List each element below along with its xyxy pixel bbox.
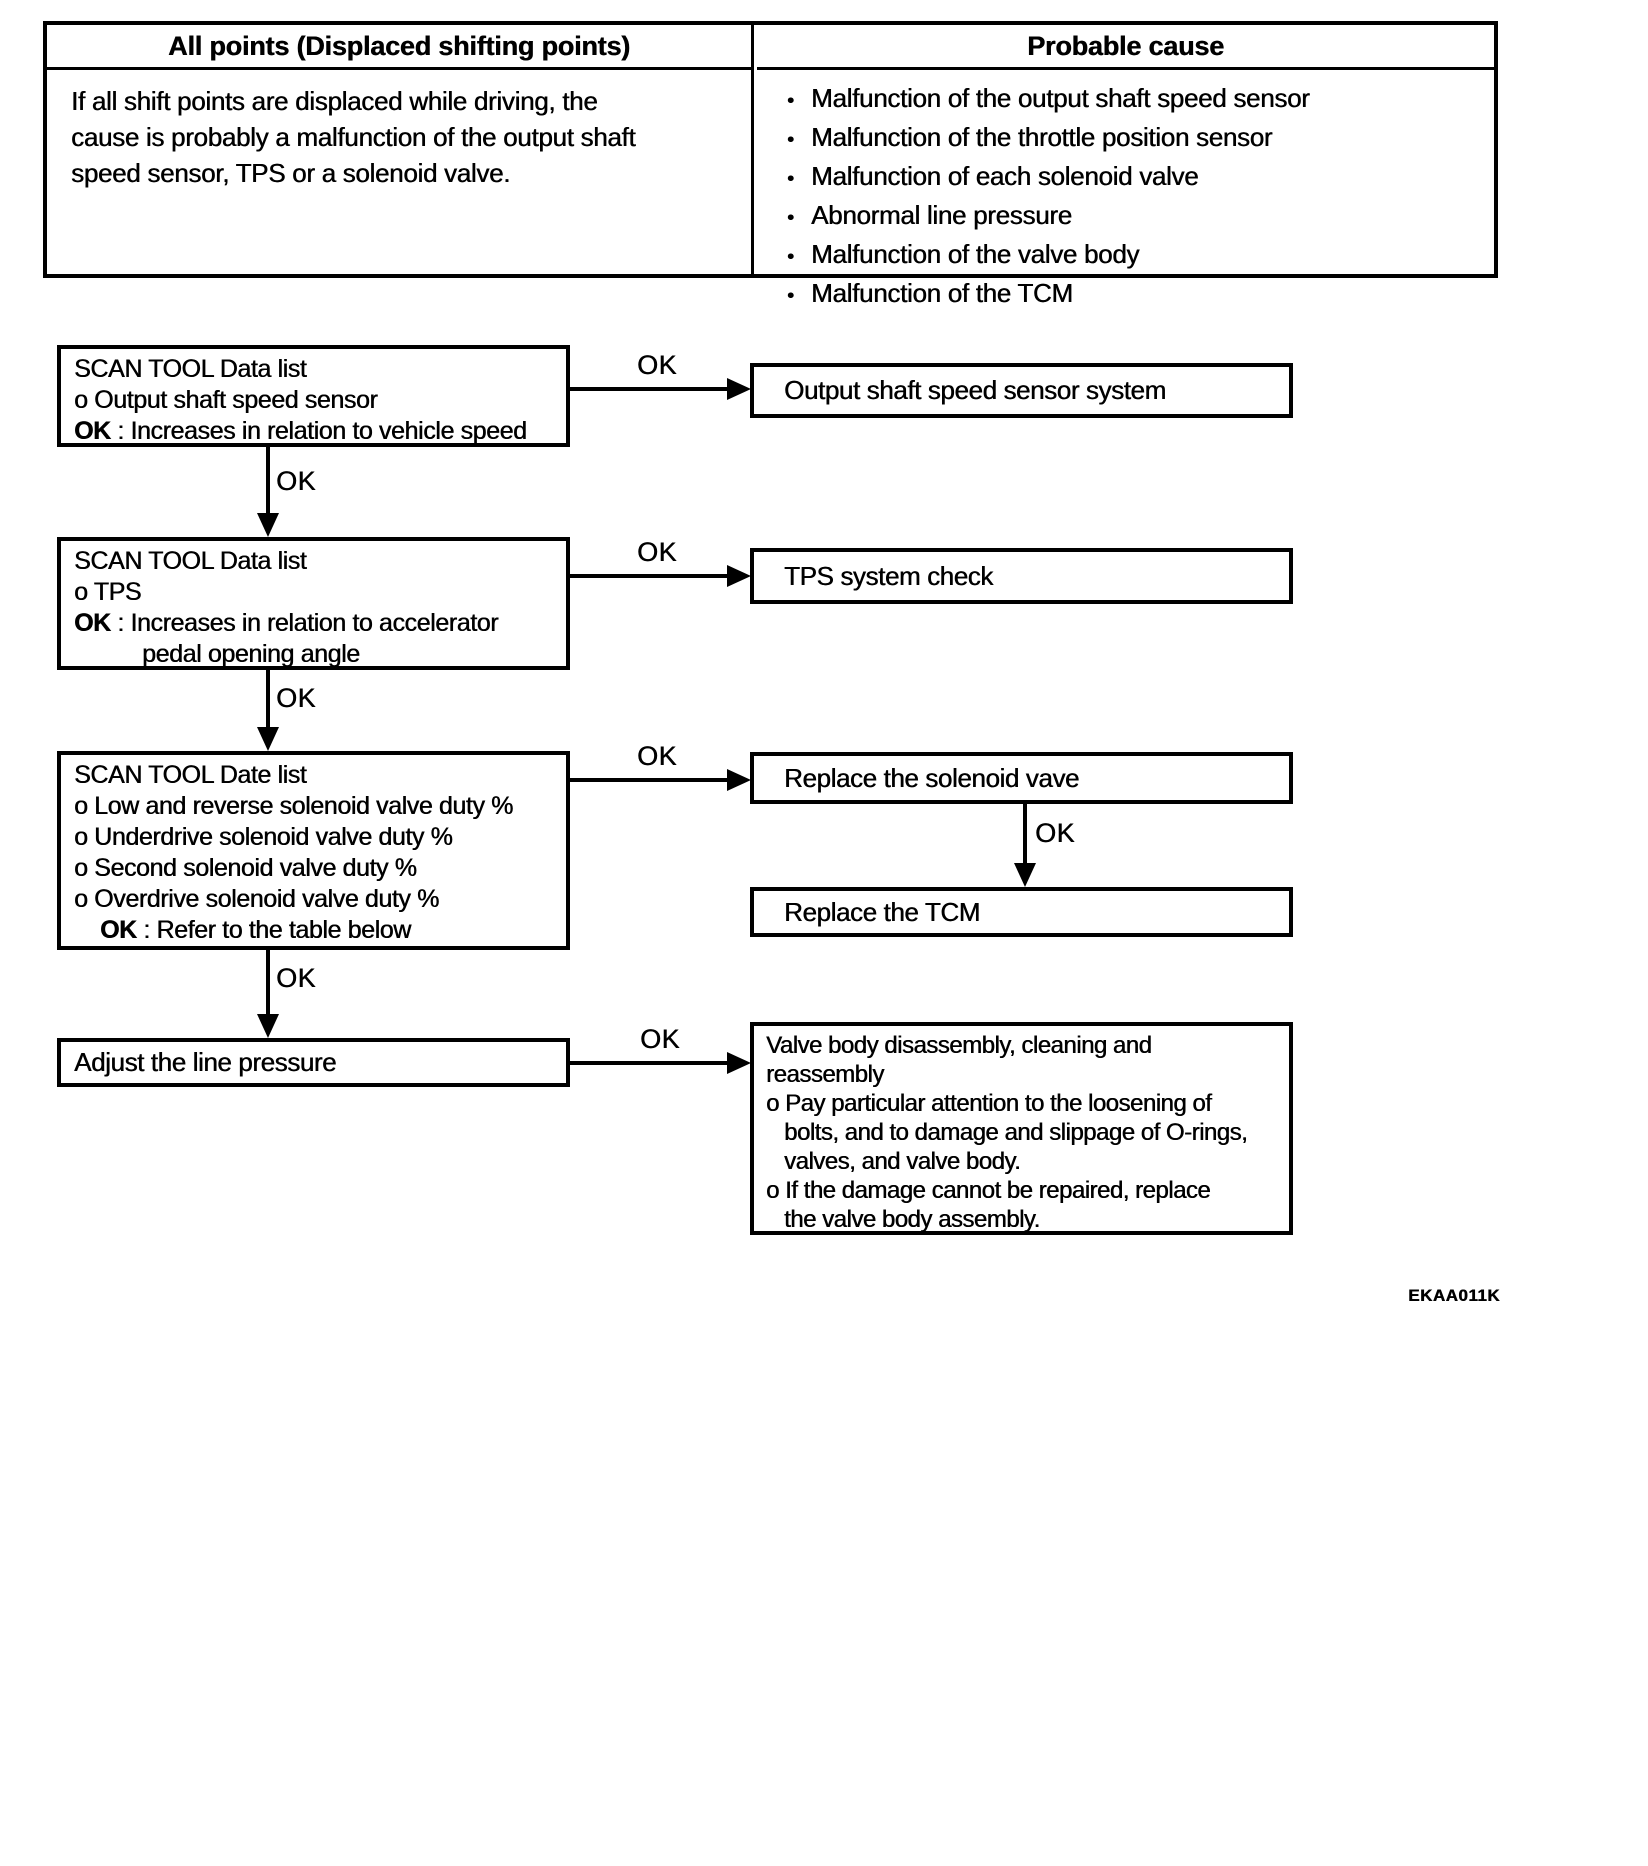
ok-keyword: OK [100, 916, 137, 944]
flow-box-line: SCAN TOOL Date list [74, 761, 307, 789]
flow-box-output-speed-sensor-system: Output shaft speed sensor system [750, 363, 1293, 418]
arrowhead-right-icon [727, 378, 751, 400]
flow-box-label: Replace the TCM [784, 896, 980, 927]
bullet-icon: • [787, 168, 794, 190]
arrowhead-down-icon [257, 727, 279, 751]
bullet-icon: • [787, 285, 794, 307]
cause-text: Malfunction of the TCM [811, 278, 1073, 308]
arrow-replace-solenoid-down [1023, 804, 1027, 865]
symptom-line: If all shift points are displaced while … [71, 86, 598, 116]
flow-box-tps-system-check: TPS system check [750, 548, 1293, 604]
flow-box-line: o Pay particular attention to the loosen… [766, 1090, 1212, 1117]
symptom-table-header-right: Probable cause [757, 25, 1494, 70]
bullet-icon: • [787, 129, 794, 151]
flow-box-scan-tps: SCAN TOOL Data list o TPS OK : Increases… [57, 537, 570, 670]
symptom-line: speed sensor, TPS or a solenoid valve. [71, 158, 511, 188]
cause-text: Malfunction of each solenoid valve [811, 161, 1199, 191]
flow-box-line: reassembly [766, 1061, 884, 1088]
ok-keyword: OK [74, 609, 111, 637]
symptom-line: cause is probably a malfunction of the o… [71, 122, 636, 152]
arrowhead-right-icon [727, 565, 751, 587]
ok-condition: : Refer to the table below [136, 916, 411, 944]
flow-box-label: TPS system check [784, 560, 993, 591]
flow-box-line: OK : Increases in relation to vehicle sp… [74, 416, 553, 447]
ok-branch-label: OK [636, 350, 677, 380]
flow-box-line: o Output shaft speed sensor [74, 386, 378, 414]
cause-item: • Malfunction of the output shaft speed s… [787, 80, 1494, 119]
bullet-icon: • [787, 207, 794, 229]
ok-branch-label: OK [636, 537, 677, 567]
flow-box-line: OK : Refer to the table below [74, 915, 553, 946]
arrowhead-down-icon [257, 513, 279, 537]
flow-box-label: Replace the solenoid vave [784, 762, 1079, 793]
flow-box-line: o TPS [74, 578, 142, 606]
flow-box-label: Adjust the line pressure [74, 1047, 337, 1077]
flow-box-line: SCAN TOOL Data list [74, 547, 307, 575]
cause-text: Malfunction of the throttle position sen… [811, 122, 1273, 152]
flow-box-line: Valve body disassembly, cleaning and [766, 1032, 1152, 1059]
ok-branch-label: OK [639, 1024, 680, 1054]
flow-box-scan-solenoid-duty: SCAN TOOL Date list o Low and reverse so… [57, 751, 570, 950]
ok-branch-label: OK [1035, 818, 1076, 848]
bullet-icon: • [787, 90, 794, 112]
arrowhead-down-icon [1014, 863, 1036, 887]
symptom-description: If all shift points are displaced while … [47, 70, 754, 274]
flow-box-valve-body-service: Valve body disassembly, cleaning and rea… [750, 1022, 1293, 1235]
cause-item: • Malfunction of the throttle position se… [787, 119, 1494, 158]
cause-item: • Malfunction of the TCM [787, 275, 1494, 314]
flow-box-line: OK : Increases in relation to accelerato… [74, 608, 553, 639]
cause-item: • Abnormal line pressure [787, 197, 1494, 236]
bullet-icon: • [787, 246, 794, 268]
flow-box-line: o Underdrive solenoid valve duty % [74, 823, 453, 851]
arrow-scan-tps-to-check [570, 574, 730, 578]
flow-box-line: bolts, and to damage and slippage of O-r… [784, 1119, 1248, 1146]
ok-branch-label: OK [276, 466, 317, 496]
probable-cause-list: • Malfunction of the output shaft speed s… [757, 70, 1494, 308]
ok-branch-label: OK [636, 741, 677, 771]
arrow-scan-solenoid-to-replace [570, 778, 730, 782]
flow-box-replace-solenoid-valve: Replace the solenoid vave [750, 752, 1293, 804]
flow-box-line: SCAN TOOL Data list [74, 355, 307, 383]
ok-branch-label: OK [276, 683, 317, 713]
cause-item: • Malfunction of each solenoid valve [787, 158, 1494, 197]
flow-box-line: the valve body assembly. [784, 1206, 1040, 1233]
arrowhead-down-icon [257, 1014, 279, 1038]
flow-box-replace-tcm: Replace the TCM [750, 887, 1293, 937]
ok-keyword: OK [74, 417, 111, 445]
arrow-adjust-to-valve-body [570, 1061, 730, 1065]
arrowhead-right-icon [727, 769, 751, 791]
arrow-scan-solenoid-down [266, 950, 270, 1016]
flow-box-label: Output shaft speed sensor system [784, 375, 1166, 405]
flow-box-line: o Low and reverse solenoid valve duty % [74, 792, 513, 820]
arrow-scan-output-to-system [570, 387, 730, 391]
cause-text: Abnormal line pressure [811, 200, 1072, 230]
flow-box-scan-output-shaft: SCAN TOOL Data list o Output shaft speed… [57, 345, 570, 447]
symptom-table-header-left: All points (Displaced shifting points) [47, 25, 754, 70]
cause-item: • Malfunction of the valve body [787, 236, 1494, 275]
figure-code: EKAA011K [1408, 1286, 1500, 1305]
ok-condition: : Increases in relation to vehicle speed [110, 417, 527, 445]
flow-box-line: o Overdrive solenoid valve duty % [74, 885, 439, 913]
ok-condition: : Increases in relation to accelerator [110, 609, 499, 637]
arrow-scan-tps-down [266, 670, 270, 729]
cause-text: Malfunction of the output shaft speed se… [811, 83, 1310, 113]
arrowhead-right-icon [727, 1052, 751, 1074]
flow-box-line: o Second solenoid valve duty % [74, 854, 417, 882]
flow-box-line: o If the damage cannot be repaired, repl… [766, 1177, 1211, 1204]
arrow-scan-output-down [266, 447, 270, 515]
cause-text: Malfunction of the valve body [811, 239, 1140, 269]
flow-box-adjust-line-pressure: Adjust the line pressure [57, 1038, 570, 1087]
ok-branch-label: OK [276, 963, 317, 993]
flow-box-line: pedal opening angle [142, 640, 360, 668]
flow-box-line: valves, and valve body. [784, 1148, 1021, 1175]
symptom-table: All points (Displaced shifting points) P… [43, 21, 1498, 308]
